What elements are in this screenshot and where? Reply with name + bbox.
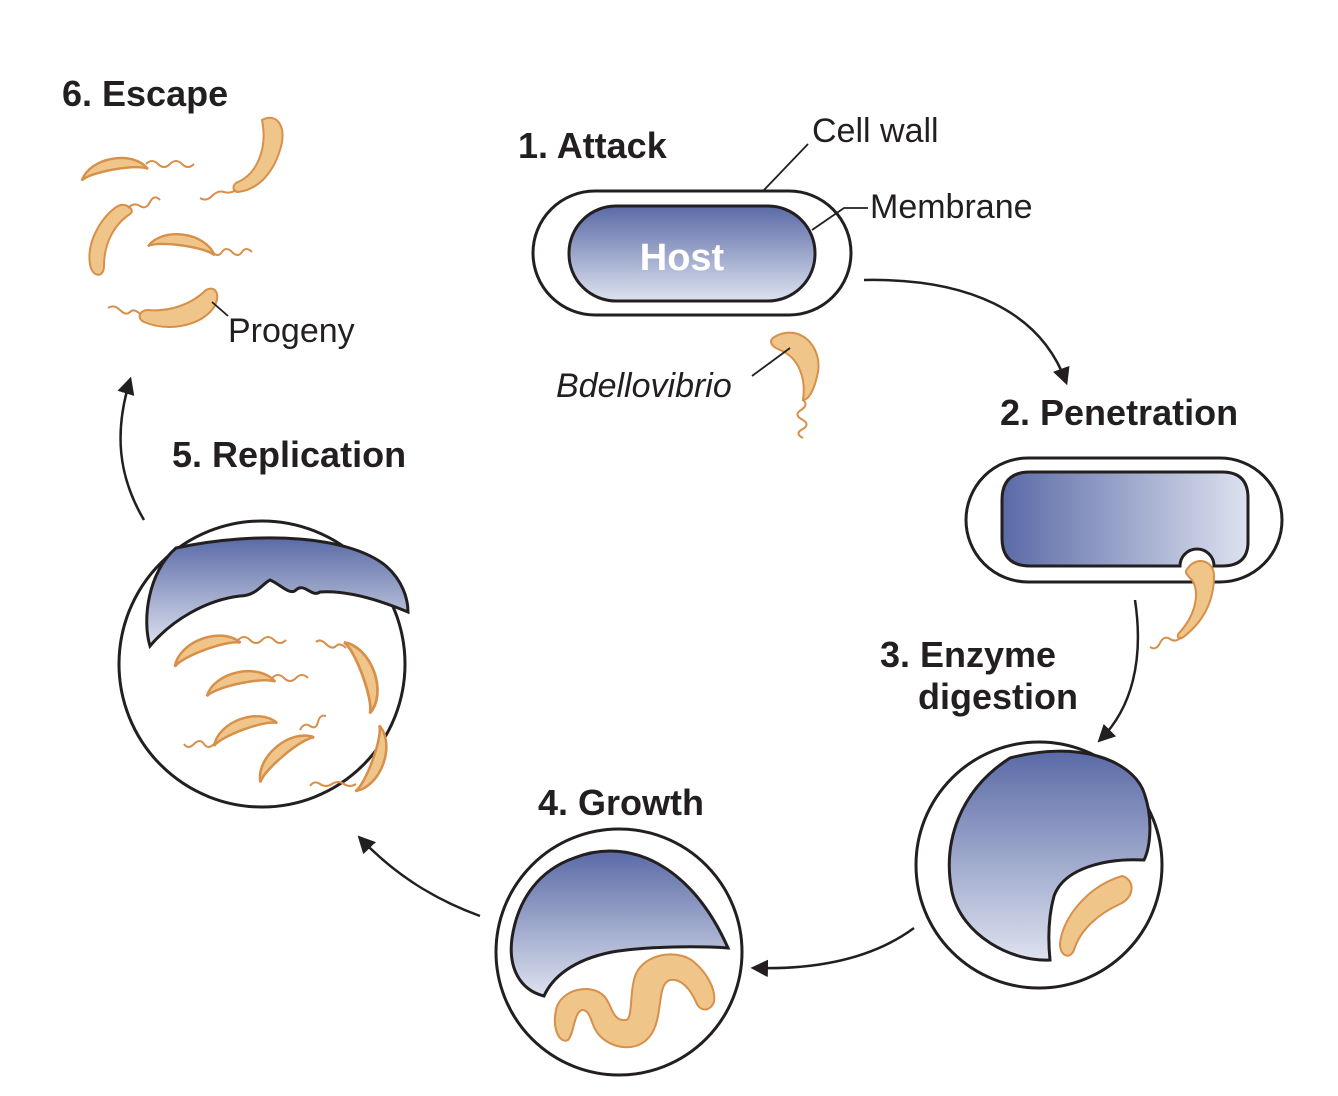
penetration-cell: [964, 456, 1284, 650]
host-label: Host: [640, 237, 725, 279]
step-enzyme-label-line2: digestion: [918, 676, 1078, 717]
membrane-label: Membrane: [870, 188, 1033, 226]
progeny-leader-line: [211, 301, 229, 317]
arrow-enzyme-to-growth: [750, 926, 915, 978]
replication-host-remnant: [145, 536, 410, 650]
growth-cell: [494, 827, 744, 1077]
step-growth-label: 4. Growth: [538, 782, 704, 823]
attacking-bdellovibrio: [770, 331, 820, 439]
arrow-penetration-to-enzyme: [1097, 599, 1140, 743]
step-penetration-label: 2. Penetration: [1000, 392, 1238, 433]
cell-wall-label: Cell wall: [812, 112, 939, 150]
host-membrane: [567, 204, 817, 303]
enzyme-digestion-cell: [914, 740, 1164, 990]
arrow-replication-to-escape: [117, 376, 146, 521]
penetrating-bdellovibrio: [1176, 560, 1216, 640]
replication-cell: [117, 519, 410, 809]
enzyme-bdellovibrio: [1058, 874, 1133, 957]
growth-filament-bdellovibrio: [554, 953, 716, 1049]
growth-host-body: [509, 849, 731, 998]
arrow-growth-to-replication: [357, 835, 481, 918]
escape-progeny-group: [77, 116, 284, 328]
step-escape-label: 6. Escape: [62, 73, 228, 114]
progeny-label: Progeny: [228, 312, 355, 350]
step-replication-label: 5. Replication: [172, 434, 406, 475]
penetrating-bdellovibrio-flagellum: [1149, 636, 1182, 650]
enzyme-host-body: [947, 749, 1152, 962]
replication-progeny-group: [167, 625, 397, 799]
bdellovibrio-label: Bdellovibrio: [556, 367, 732, 405]
arrow-attack-to-penetration: [863, 278, 1070, 386]
penetration-host-membrane: [1000, 470, 1250, 568]
membrane-leader-line: [811, 207, 868, 231]
cell-wall-leader-line: [763, 143, 809, 191]
step-enzyme-label-line1: 3. Enzyme: [880, 634, 1056, 675]
bdellovibrio-leader-line: [751, 347, 791, 377]
attack-host-cell: Host: [531, 189, 853, 317]
step-attack-label: 1. Attack: [518, 125, 668, 166]
